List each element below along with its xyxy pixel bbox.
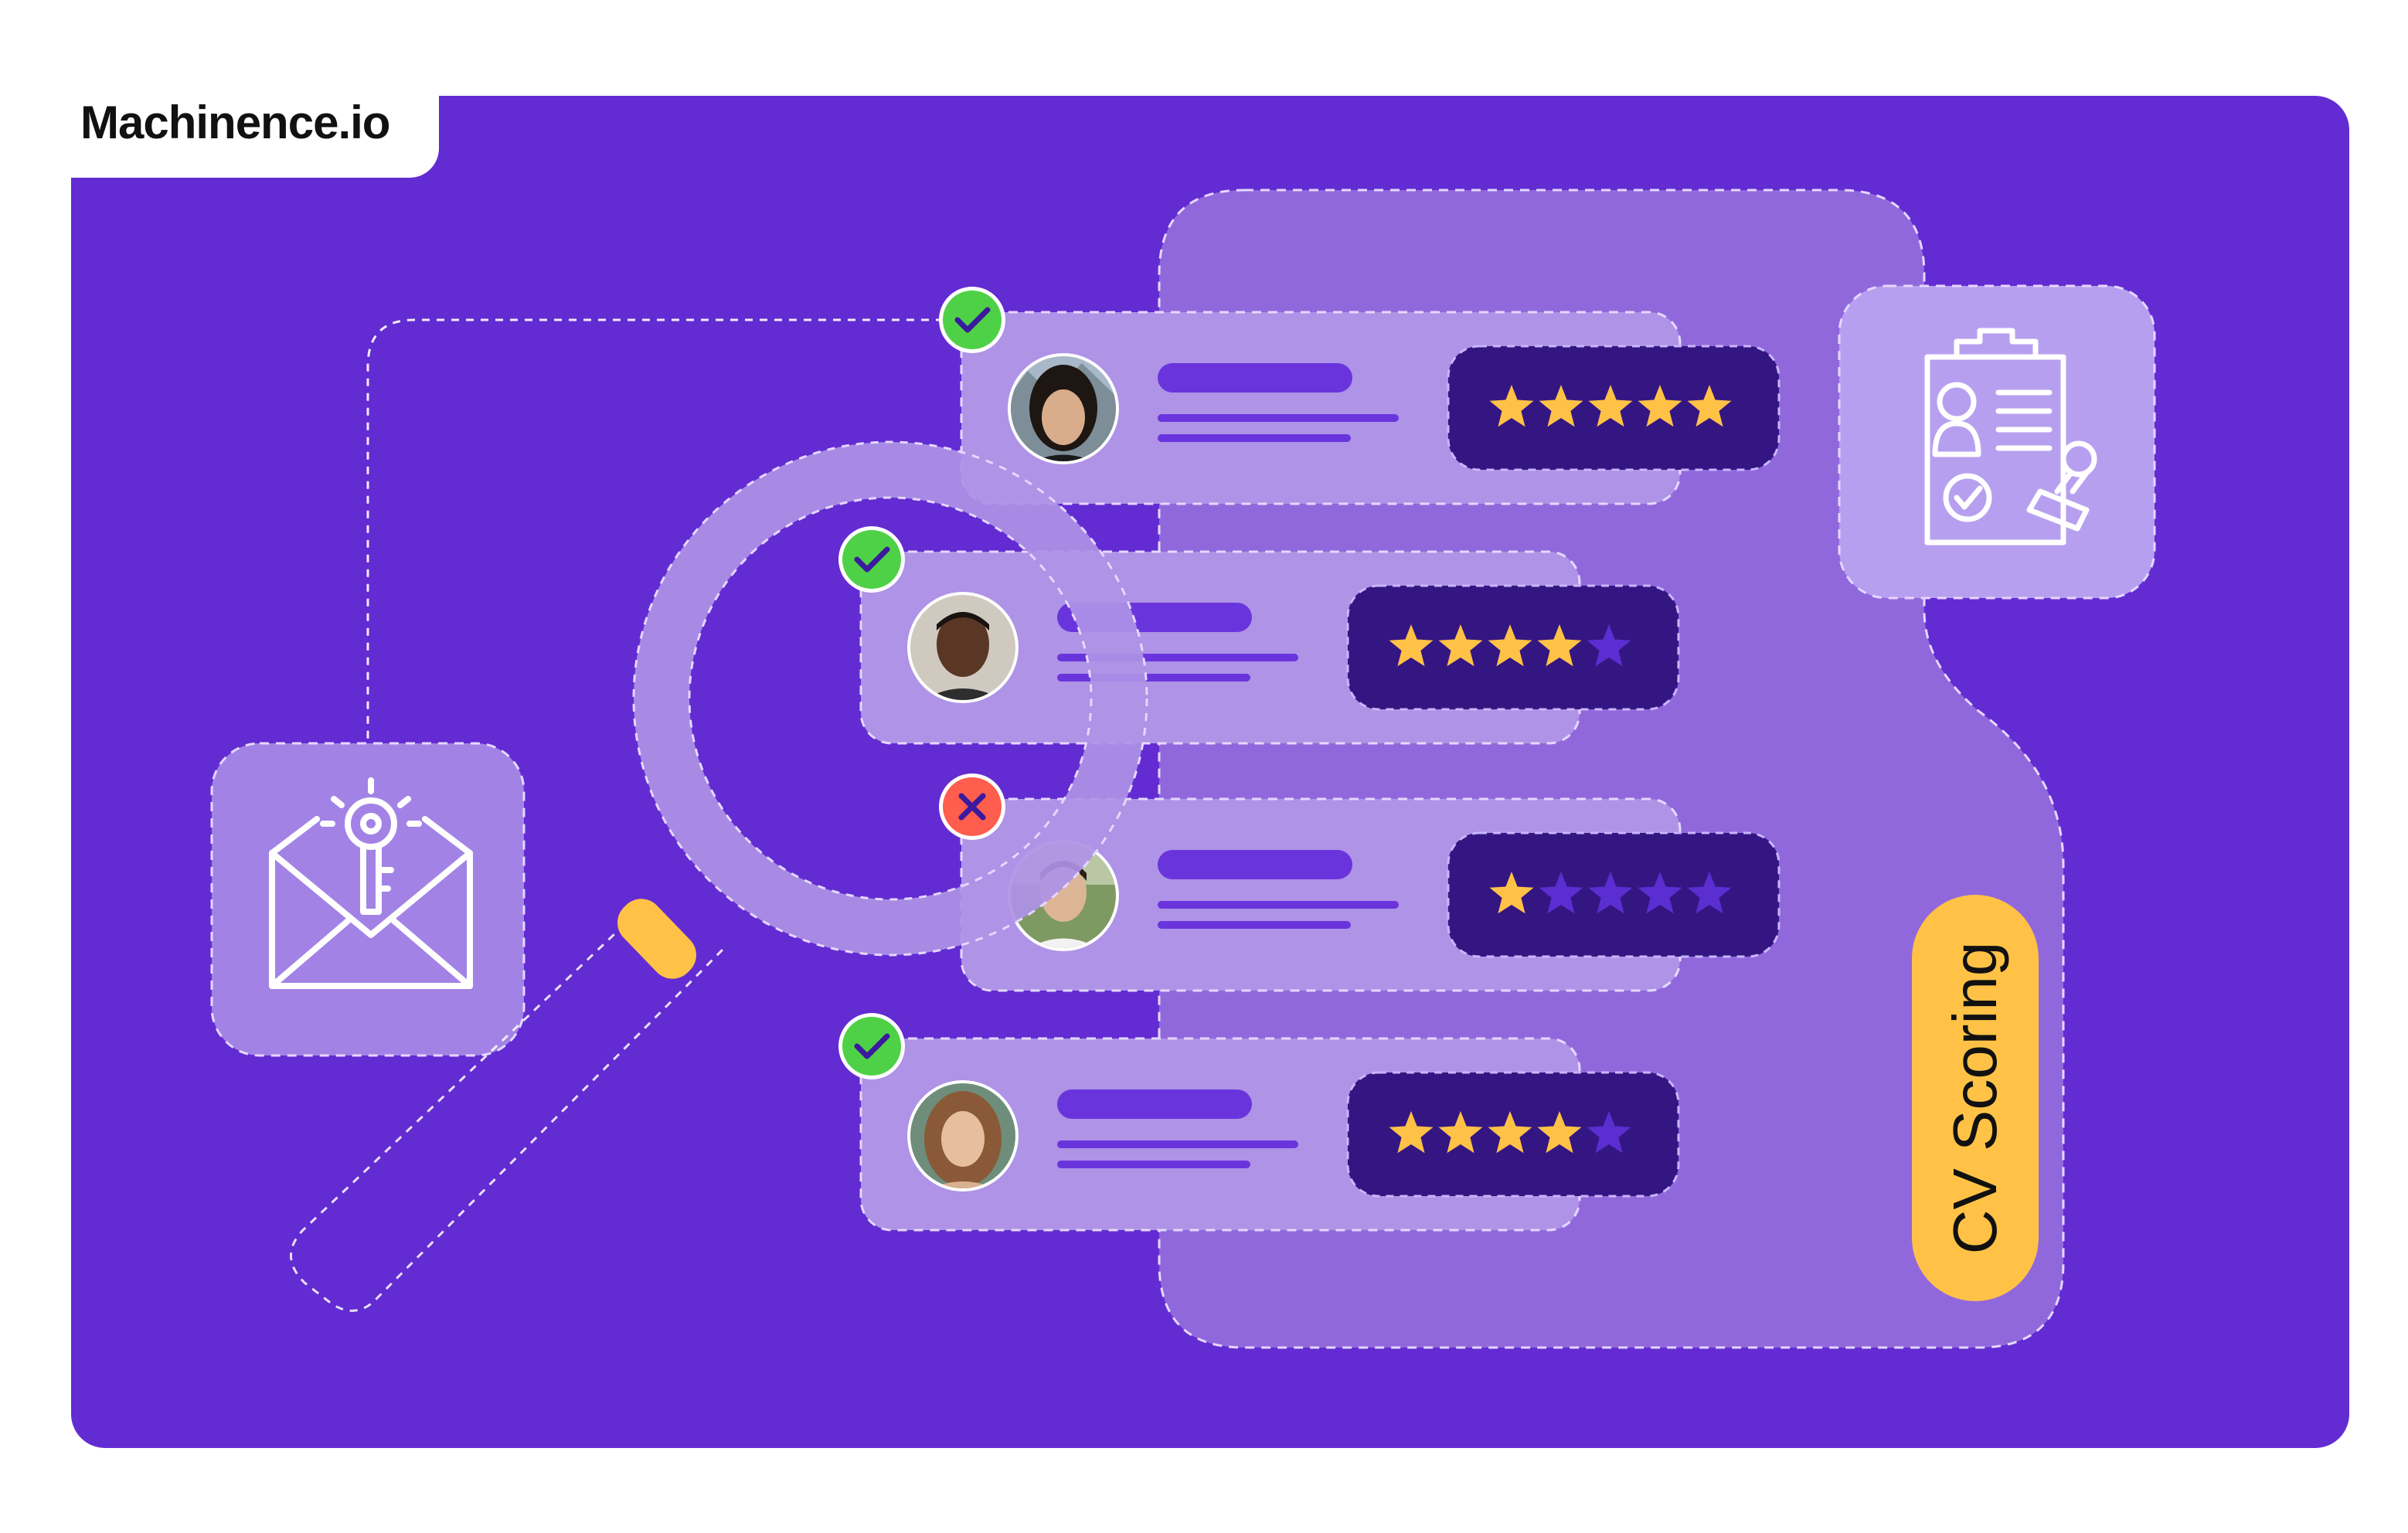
status-badge-rejected [939, 773, 1005, 840]
star-filled-icon [1489, 872, 1534, 914]
candidate-card[interactable] [859, 550, 1680, 745]
star-empty-icon [1687, 872, 1732, 914]
candidate-card[interactable] [960, 311, 1780, 505]
star-filled-icon [1438, 1111, 1483, 1154]
clipboard-resume-icon [1924, 328, 2097, 546]
star-filled-icon [1489, 385, 1534, 427]
detail-line [1158, 434, 1351, 442]
star-empty-icon [1587, 624, 1631, 667]
cv-scoring-label: CV Scoring [1940, 941, 2009, 1255]
star-filled-icon [1638, 385, 1682, 427]
star-filled-icon [1389, 1111, 1434, 1154]
star-filled-icon [1537, 1111, 1582, 1154]
star-empty-icon [1587, 1111, 1631, 1154]
star-filled-icon [1588, 385, 1633, 427]
detail-line [1158, 901, 1399, 909]
detail-line [1158, 414, 1399, 422]
detail-line [1057, 674, 1250, 682]
status-badge-approved [838, 1013, 905, 1079]
connector-line [366, 318, 958, 742]
star-filled-icon [1438, 624, 1483, 667]
close-icon [958, 793, 986, 821]
magnifying-glass-icon [290, 440, 1148, 1312]
document-card [1838, 284, 2156, 600]
star-filled-icon [1537, 624, 1582, 667]
star-filled-icon [1389, 624, 1434, 667]
star-filled-icon [1488, 1111, 1532, 1154]
avatar [907, 1080, 1019, 1191]
status-badge-approved [939, 287, 1005, 353]
brand-tab [43, 74, 439, 178]
star-empty-icon [1638, 872, 1682, 914]
star-filled-icon [1488, 624, 1532, 667]
cv-scoring-badge [1912, 895, 2039, 1301]
name-placeholder [1158, 850, 1352, 879]
name-placeholder [1158, 363, 1352, 393]
avatar [1008, 353, 1119, 464]
email-card [210, 742, 525, 1057]
star-empty-icon [1539, 872, 1583, 914]
status-badge-approved [838, 526, 905, 593]
detail-line [1057, 1140, 1298, 1148]
check-icon [854, 1033, 890, 1059]
name-placeholder [1057, 1089, 1252, 1119]
star-rating [1489, 385, 1732, 427]
detail-line [1158, 921, 1351, 929]
star-empty-icon [1588, 872, 1633, 914]
check-icon [954, 307, 991, 333]
star-filled-icon [1539, 385, 1583, 427]
brand-logo: Machinence.io [80, 97, 390, 148]
star-rating [1489, 872, 1732, 914]
star-rating [1389, 1111, 1631, 1154]
detail-line [1057, 1161, 1250, 1168]
envelope-key-icon [269, 777, 473, 989]
star-rating [1389, 624, 1631, 667]
star-filled-icon [1687, 385, 1732, 427]
check-icon [854, 546, 890, 573]
avatar [907, 592, 1019, 703]
